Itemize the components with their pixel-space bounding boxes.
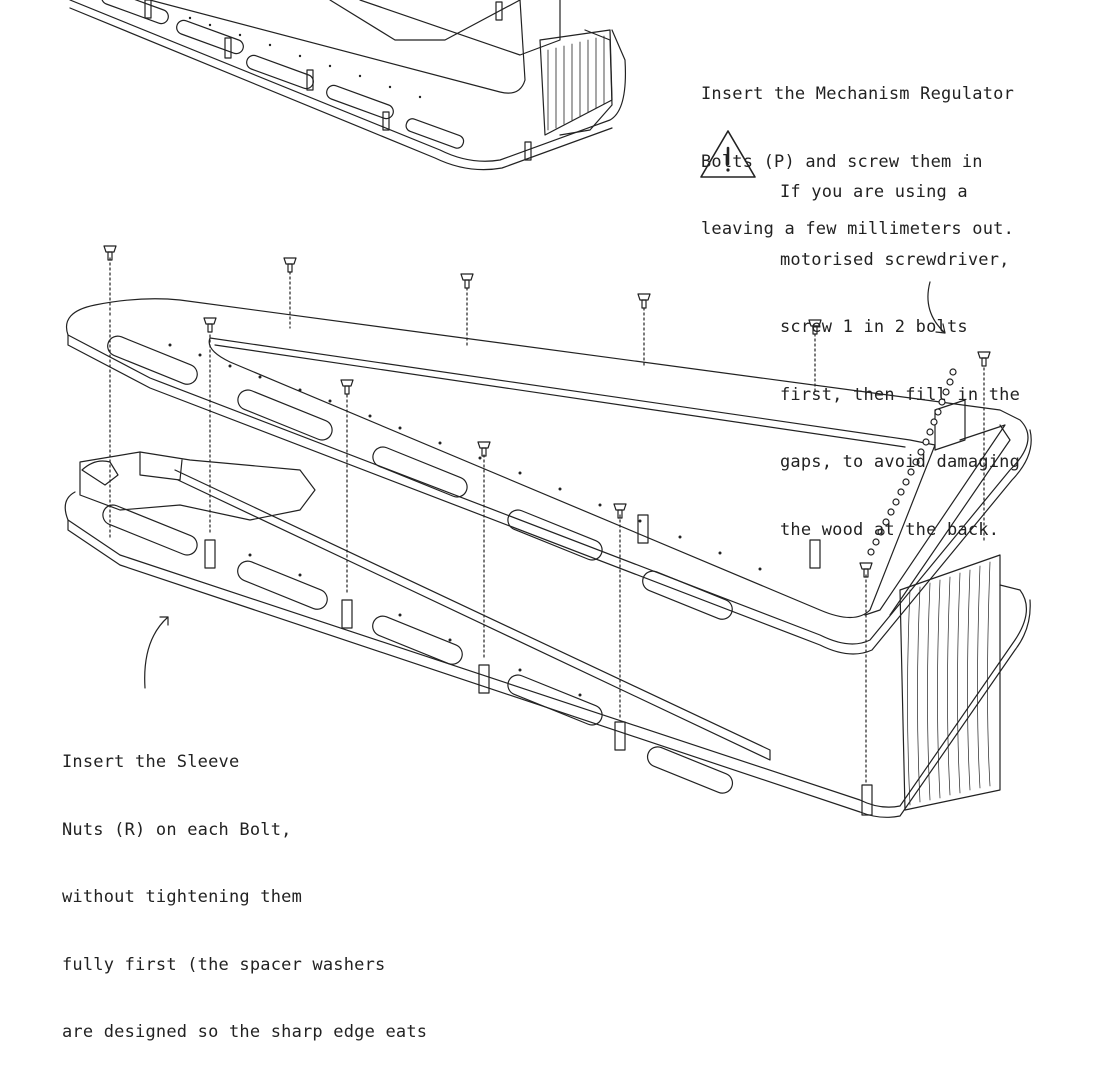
upper-plate (66, 298, 1032, 655)
warning-line: first, then fill in the (780, 384, 1021, 405)
instruction-line: Bolts (P) and screw them in (701, 151, 983, 172)
warning-line: motorised screwdriver, (780, 249, 1010, 270)
instruction-line: leaving a few millimeters out. (701, 219, 1015, 239)
callout-arrow-left (144, 616, 169, 689)
instruction-line: Insert the Sleeve (62, 752, 240, 772)
instruction-line: fully first (the spacer washers (62, 954, 386, 975)
warning-line: If you are using a (780, 182, 968, 202)
assembly-diagram (64, 0, 1032, 818)
sleeve-nuts-instruction: Insert the Sleeve Nuts (R) on each Bolt,… (62, 706, 427, 1066)
mechanism-regulator-instruction: Insert the Mechanism Regulator Bolts (P)… (701, 38, 1014, 263)
instruction-line: are designed so the sharp edge eats (62, 1022, 428, 1042)
callout-arrow-right (927, 281, 946, 334)
previous-step-assembly (69, 0, 627, 171)
warning-line: the wood at the back. (780, 519, 1000, 540)
regulator-bolts (103, 245, 991, 816)
warning-line: screw 1 in 2 bolts (780, 317, 968, 337)
instruction-line: Nuts (R) on each Bolt, (62, 819, 292, 840)
instruction-line: Insert the Mechanism Regulator (701, 84, 1015, 104)
warning-line: gaps, to avoid damaging (780, 452, 1021, 472)
base-plate (64, 451, 1031, 818)
warning-triangle-icon (700, 130, 756, 178)
instruction-line: without tightening them (62, 887, 303, 907)
screwdriver-warning: If you are using a motorised screwdriver… (780, 136, 1020, 564)
